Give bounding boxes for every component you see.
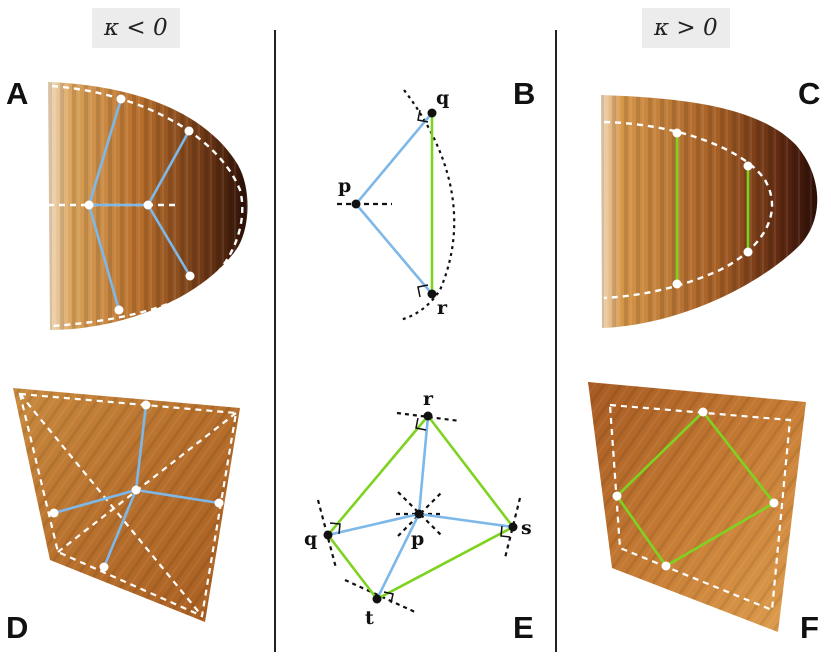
- point-label-b-q: q: [436, 87, 449, 109]
- panel-label-c: C: [798, 76, 821, 111]
- panel-c-segments: [675, 133, 750, 284]
- panel-label-f: F: [800, 610, 819, 645]
- panel-c-sheet: [601, 95, 818, 328]
- panel-b-diagram: [337, 89, 456, 322]
- panel-label-d: D: [6, 610, 29, 645]
- panel-label-b: B: [513, 76, 536, 111]
- divider-right: [555, 30, 557, 652]
- point-label-e-t: t: [365, 607, 374, 629]
- point-label-e-s: s: [521, 517, 532, 539]
- panel-c-guides: [603, 120, 774, 300]
- panel-d-guides: [18, 392, 238, 618]
- panel-e-diagram: [316, 411, 522, 614]
- panel-f-sheet: [588, 382, 806, 632]
- point-label-b-p: p: [338, 175, 351, 197]
- panel-label-e: E: [513, 610, 534, 645]
- caption-positive-curvature: κ > 0: [642, 8, 730, 48]
- point-label-e-r: r: [423, 388, 434, 410]
- panel-d-segments: [53, 404, 220, 568]
- point-label-b-r: r: [437, 297, 448, 319]
- point-label-e-p: p: [411, 528, 424, 550]
- panel-a-guides: [48, 84, 244, 328]
- panel-c-nodes: [672, 128, 753, 289]
- caption-negative-curvature: κ < 0: [92, 8, 180, 48]
- point-label-e-q: q: [304, 528, 317, 550]
- panel-a-segments: [87, 98, 192, 311]
- panel-f-nodes: [612, 407, 779, 571]
- panel-d-sheet: [13, 388, 240, 622]
- divider-left: [274, 30, 276, 652]
- panel-label-a: A: [6, 76, 29, 111]
- panel-d-nodes: [49, 400, 224, 572]
- panel-a-nodes: [84, 94, 195, 315]
